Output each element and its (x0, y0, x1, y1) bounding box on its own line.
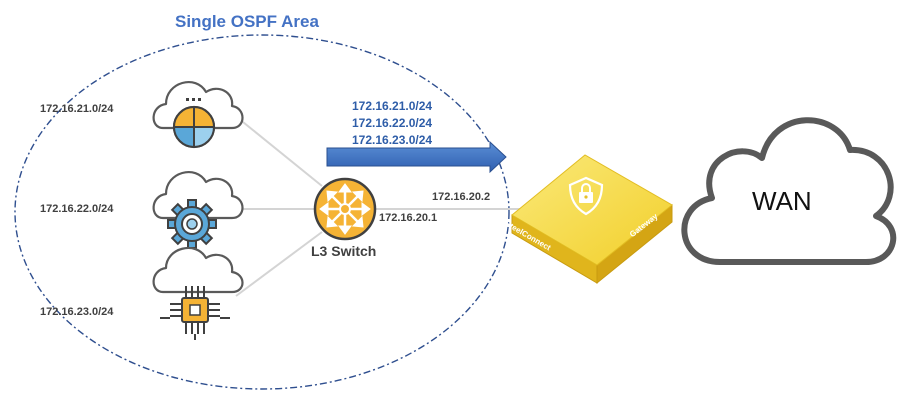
cloud-pie-chart-icon (152, 81, 244, 149)
route-advertisement-arrow (326, 140, 507, 174)
link-subnet-23 (235, 231, 323, 297)
link-subnet-21 (237, 117, 323, 187)
advertised-route-1: 172.16.21.0/24 (352, 99, 433, 113)
gateway-lock-icon (568, 176, 604, 216)
subnet-label-22: 172.16.22.0/24 (40, 203, 114, 215)
wan-label: WAN (752, 186, 812, 216)
ospf-area-boundary (14, 34, 510, 390)
wan-cloud-icon (681, 117, 897, 265)
gateway-device (511, 154, 673, 285)
switch-label: L3 Switch (311, 243, 377, 259)
cloud-chip-icon (152, 247, 244, 340)
l3-switch-icon (313, 177, 377, 241)
gateway-ip-label: 172.16.20.2 (432, 191, 491, 203)
area-title: Single OSPF Area (175, 12, 319, 31)
subnet-label-21: 172.16.21.0/24 (40, 103, 114, 115)
cloud-gear-icon (152, 171, 244, 249)
subnet-label-23: 172.16.23.0/24 (40, 306, 114, 318)
connection-lines (235, 117, 540, 297)
advertised-route-3: 172.16.23.0/24 (352, 133, 433, 147)
advertised-route-2: 172.16.22.0/24 (352, 116, 433, 130)
switch-ip-label: 172.16.20.1 (379, 212, 438, 224)
